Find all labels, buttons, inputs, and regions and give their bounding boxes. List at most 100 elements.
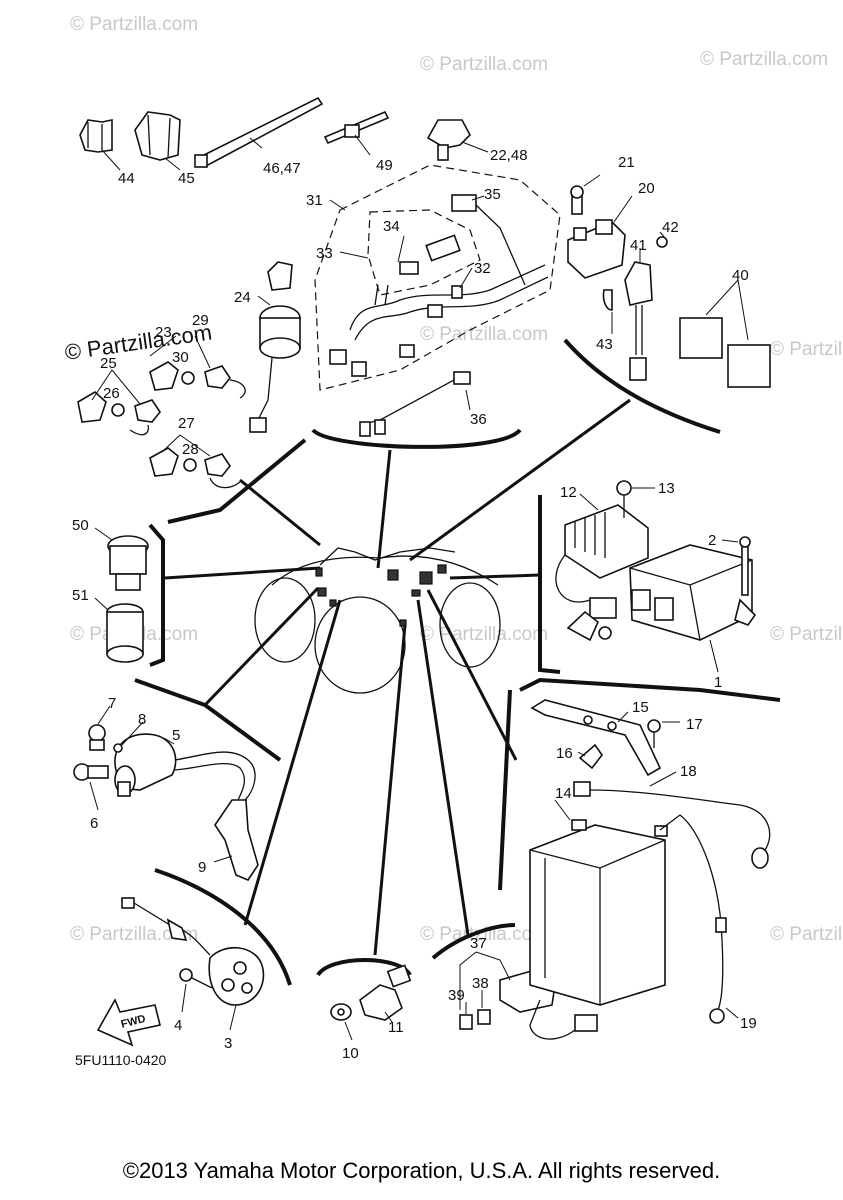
main-switch: [249, 261, 301, 433]
starter-relay: [567, 185, 626, 279]
callout-24: 24: [234, 289, 251, 306]
callout-51: 51: [72, 587, 89, 604]
forward-arrow-icon: FWD: [96, 998, 161, 1047]
clamp-44: [79, 119, 113, 153]
diagram-code: 5FU1110-0420: [75, 1052, 167, 1068]
callout-17: 17: [686, 716, 703, 733]
battery: [529, 819, 668, 1006]
battery-band: [530, 699, 662, 777]
vehicle-outline: [254, 547, 501, 694]
callout-36: 36: [470, 411, 487, 428]
callout-23: 23: [155, 324, 172, 341]
watermark: © Partzilla.com: [420, 624, 548, 645]
callout-13: 13: [658, 480, 675, 497]
leader-lines: [164, 398, 631, 956]
callout-32: 32: [474, 260, 491, 277]
watermark: © Partzilla.com: [770, 624, 843, 645]
watermark: © Partzilla.com: [420, 54, 548, 75]
dc-socket: [106, 535, 149, 663]
callout-38: 38: [472, 975, 489, 992]
callout-40: 40: [732, 267, 749, 284]
relay-41: [624, 261, 653, 381]
bracket-43: [602, 289, 613, 311]
callout-8: 8: [138, 711, 146, 728]
screw-13: [616, 480, 632, 518]
cdi-unit: [629, 536, 757, 641]
cap-set: [77, 361, 246, 489]
callout-3: 3: [224, 1035, 232, 1052]
harness-group-box: [314, 164, 561, 391]
callout-28: 28: [182, 441, 199, 458]
callout-15: 15: [632, 699, 649, 716]
rectifier-regulator: [555, 504, 649, 642]
bracket-group-relays: [563, 338, 721, 434]
callout-43: 43: [596, 336, 613, 353]
bracket-group-socket: [148, 523, 165, 667]
callout-35: 35: [484, 186, 501, 203]
harness-subgroup-box: [367, 209, 481, 296]
neutral-switch: [330, 964, 412, 1021]
copyright-notice: ©2013 Yamaha Motor Corporation, U.S.A. A…: [122, 1158, 721, 1183]
ignition-coil: [73, 724, 259, 881]
bracket-group-sensor: [154, 868, 292, 986]
watermark: © Partzilla.com: [420, 324, 548, 345]
callout-25: 25: [100, 355, 117, 372]
callout-10: 10: [342, 1045, 359, 1062]
callout-37: 37: [470, 935, 487, 952]
callout-19: 19: [740, 1015, 757, 1032]
callout-42: 42: [662, 219, 679, 236]
callout-2: 2: [708, 532, 716, 549]
callout-46-47: 46,47: [263, 160, 301, 177]
callout-21: 21: [618, 154, 635, 171]
watermark: © Partzilla.com: [700, 49, 828, 70]
callout-26: 26: [103, 385, 120, 402]
callout-39: 39: [448, 987, 465, 1004]
bracket-group-relay37: [431, 923, 516, 960]
callout-5: 5: [172, 727, 180, 744]
callout-1: 1: [714, 674, 722, 691]
callout-31: 31: [306, 192, 323, 209]
callout-45: 45: [178, 170, 195, 187]
speed-sensor: [121, 897, 265, 1006]
battery-cable-19: [659, 814, 727, 1024]
battery-cable-18: [573, 781, 771, 869]
callout-22-48: 22,48: [490, 147, 528, 164]
callout-9: 9: [198, 859, 206, 876]
callout-4: 4: [174, 1017, 182, 1034]
watermark: © Partzilla.com: [770, 339, 843, 360]
watermarks: © Partzilla.com © Partzilla.com © Partzi…: [70, 14, 843, 945]
watermark: © Partzilla.com: [70, 924, 198, 945]
cable-tie-46: [194, 96, 324, 168]
callout-41: 41: [630, 237, 647, 254]
callout-18: 18: [680, 763, 697, 780]
bracket-group-ecu: [538, 495, 561, 674]
callout-12: 12: [560, 484, 577, 501]
watermark: © Partzilla.com: [70, 14, 198, 35]
bracket-group-switches: [167, 438, 307, 524]
callout-30: 30: [172, 349, 189, 366]
callout-44: 44: [118, 170, 135, 187]
damper-16: [578, 743, 603, 770]
callout-16: 16: [556, 745, 573, 762]
callout-49: 49: [376, 157, 393, 174]
callout-14: 14: [555, 785, 572, 802]
bracket-group-harness: [311, 428, 522, 449]
watermark: © Partzilla.com: [420, 924, 548, 945]
wire-harness: [329, 194, 549, 437]
callout-27: 27: [178, 415, 195, 432]
callout-34: 34: [383, 218, 400, 235]
watermark-dark: © Partzilla.com: [63, 320, 213, 365]
callout-20: 20: [638, 180, 655, 197]
clamp-45: [134, 111, 181, 161]
bracket-group-battery: [498, 677, 781, 891]
callout-33: 33: [316, 245, 333, 262]
callout-29: 29: [192, 312, 209, 329]
band-49: [323, 110, 390, 145]
watermark: © Partzilla.com: [770, 924, 843, 945]
relay-40: [679, 317, 771, 388]
callout-11: 11: [388, 1019, 404, 1036]
clamp-22: [426, 119, 471, 161]
callout-7: 7: [108, 695, 116, 712]
callouts: 44 45 46,47 49 22,48 21 20 35 31 34 33 3…: [72, 147, 757, 1062]
